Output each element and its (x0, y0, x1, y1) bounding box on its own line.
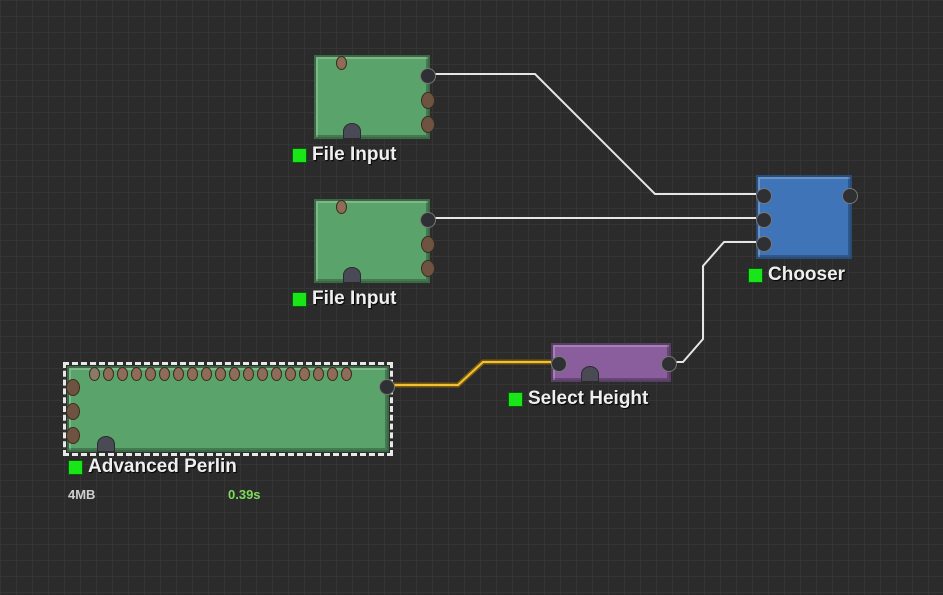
input-port[interactable] (421, 236, 435, 253)
input-port[interactable] (271, 367, 282, 381)
input-port[interactable] (131, 367, 142, 381)
select-height-node[interactable] (551, 343, 677, 382)
input-port[interactable] (421, 92, 435, 109)
input-port[interactable] (313, 367, 324, 381)
input-port[interactable] (117, 367, 128, 381)
output-port[interactable] (842, 188, 858, 204)
input-port[interactable] (581, 366, 599, 382)
input-port[interactable] (159, 367, 170, 381)
status-indicator (292, 147, 307, 163)
input-port[interactable] (201, 367, 212, 381)
output-port[interactable] (661, 356, 677, 372)
input-port[interactable] (285, 367, 296, 381)
input-port[interactable] (343, 267, 361, 283)
input-port[interactable] (215, 367, 226, 381)
file-input-node-1[interactable] (314, 55, 436, 139)
wire-select-height-to-chooser[interactable] (668, 241, 761, 363)
input-port[interactable] (327, 367, 338, 381)
memory-usage: 4MB (68, 487, 96, 502)
chooser-node[interactable] (756, 175, 858, 259)
node-title: Chooser (768, 264, 846, 285)
wire-perlin-to-select-height-highlight (385, 361, 557, 386)
input-port[interactable] (66, 403, 80, 420)
select-height-caption: Select Height (508, 388, 648, 410)
advanced-perlin-caption: Advanced Perlin (68, 456, 237, 478)
chooser-caption: Chooser (748, 264, 845, 286)
input-port[interactable] (257, 367, 268, 381)
status-indicator (68, 459, 83, 475)
input-port[interactable] (421, 116, 435, 133)
output-port[interactable] (420, 212, 436, 228)
input-port[interactable] (103, 367, 114, 381)
input-port[interactable] (229, 367, 240, 381)
file-input-1-caption: File Input (292, 144, 396, 166)
input-port[interactable] (336, 56, 347, 70)
output-port[interactable] (379, 379, 395, 395)
output-port[interactable] (420, 68, 436, 84)
advanced-perlin-node[interactable] (63, 362, 395, 456)
input-port-2[interactable] (756, 212, 772, 228)
input-port-3[interactable] (756, 236, 772, 252)
input-port[interactable] (173, 367, 184, 381)
input-port-1[interactable] (756, 188, 772, 204)
input-port[interactable] (89, 367, 100, 381)
wire-file-input-1-to-chooser[interactable] (429, 73, 761, 195)
input-port[interactable] (187, 367, 198, 381)
input-port[interactable] (421, 260, 435, 277)
input-port[interactable] (343, 123, 361, 139)
input-port[interactable] (551, 356, 567, 372)
input-port[interactable] (336, 200, 347, 214)
node-title: File Input (312, 144, 397, 165)
input-port[interactable] (145, 367, 156, 381)
node-title: Select Height (528, 388, 649, 409)
input-port[interactable] (97, 436, 115, 452)
input-port[interactable] (66, 427, 80, 444)
status-indicator (508, 391, 523, 407)
file-input-node-2[interactable] (314, 199, 436, 283)
node-title: Advanced Perlin (88, 456, 237, 477)
input-port[interactable] (341, 367, 352, 381)
input-port[interactable] (243, 367, 254, 381)
execution-time: 0.39s (228, 487, 261, 502)
input-port[interactable] (66, 379, 80, 396)
status-indicator (292, 291, 307, 307)
node-title: File Input (312, 288, 397, 309)
file-input-2-caption: File Input (292, 288, 396, 310)
status-indicator (748, 267, 763, 283)
input-port[interactable] (299, 367, 310, 381)
